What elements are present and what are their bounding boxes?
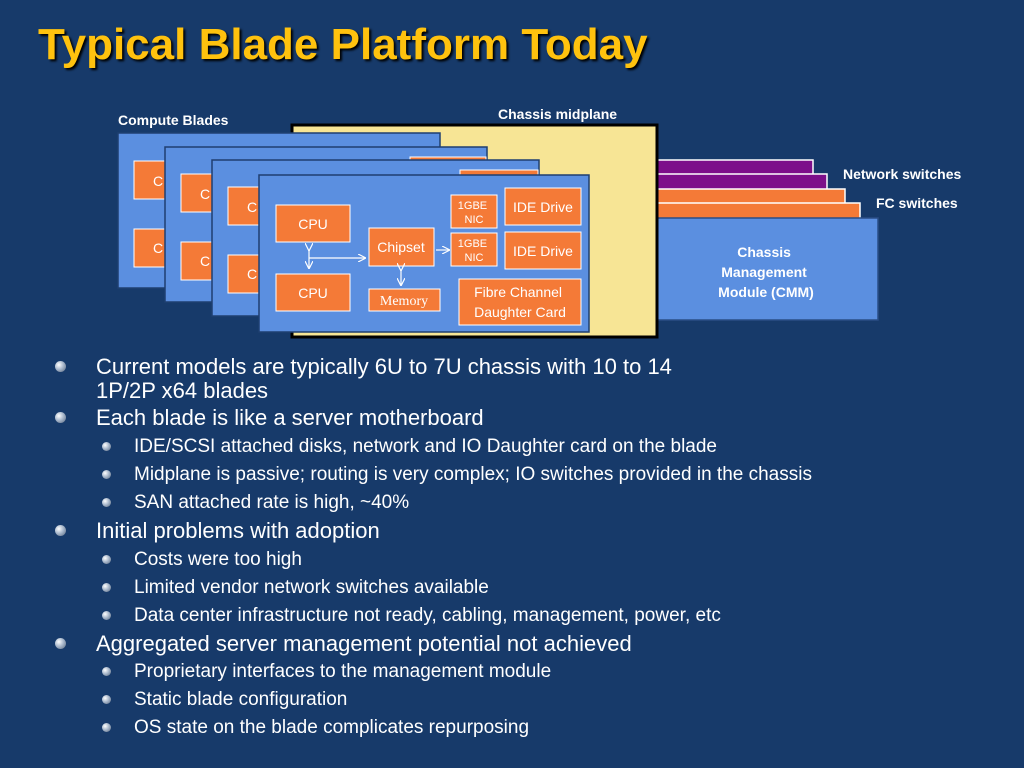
svg-text:IDE Drive: IDE Drive — [513, 243, 573, 259]
bullet-icon — [102, 583, 111, 592]
cpu-top — [275, 204, 351, 243]
nic-2 — [450, 232, 498, 267]
network-switches-label: Network switches — [843, 166, 961, 182]
svg-text:C: C — [200, 186, 210, 202]
bullet-item: Each blade is like a server motherboard — [55, 406, 484, 430]
sub-bullet-item: Data center infrastructure not ready, ca… — [102, 605, 721, 627]
blade-platform-diagram: Chassis Management Module (CMM) Compute … — [117, 106, 961, 339]
bullet-icon — [102, 498, 111, 507]
svg-text:C: C — [247, 266, 257, 282]
sub-bullet-item: Static blade configuration — [102, 689, 347, 711]
sub-bullet-item: Proprietary interfaces to the management… — [102, 661, 551, 683]
fc-switch-stack — [637, 188, 861, 220]
bullet-icon — [102, 695, 111, 704]
chassis-midplane-label: Chassis midplane — [498, 106, 617, 122]
svg-text:Memory: Memory — [380, 294, 428, 309]
sub-bullet-item: OS state on the blade complicates repurp… — [102, 717, 529, 739]
bullet-icon — [55, 361, 66, 372]
fc-switches-label: FC switches — [876, 195, 958, 211]
bullet-icon — [102, 723, 111, 732]
svg-text:Chipset: Chipset — [377, 239, 425, 255]
sub-bullet-item: Costs were too high — [102, 549, 302, 571]
svg-text:C: C — [247, 199, 257, 215]
svg-text:CPU: CPU — [298, 216, 328, 232]
compute-blade-front: CPU CPU Chipset Memory 1GBE NIC 1GBE NIC… — [258, 174, 590, 333]
chipset — [368, 227, 435, 267]
ide-drive-2 — [504, 231, 582, 270]
chassis-management-module — [649, 217, 879, 321]
fibre-channel-card — [458, 278, 582, 326]
bullet-icon — [55, 525, 66, 536]
bullet-icon — [55, 638, 66, 649]
svg-text:C: C — [153, 173, 163, 189]
network-switch-bar — [633, 173, 828, 191]
svg-text:C: C — [200, 253, 210, 269]
bullet-icon — [102, 470, 111, 479]
svg-text:1GBE NIC: 1GBE NIC — [458, 200, 490, 226]
sub-bullet-item: Midplane is passive; routing is very com… — [102, 464, 812, 486]
bullet-icon — [102, 611, 111, 620]
sub-bullet-item: Limited vendor network switches availabl… — [102, 577, 489, 599]
svg-text:Fibre Channel Daughter C: Fibre Channel Daughter Card — [474, 284, 566, 320]
svg-text:IDE Drive: IDE Drive — [513, 199, 573, 215]
bullet-icon — [102, 555, 111, 564]
bullet-item: Aggregated server management potential n… — [55, 632, 632, 656]
cmm-label: Chassis Management Module (CMM) — [718, 244, 814, 300]
ide-drive-1 — [504, 187, 582, 226]
compute-blades-label: Compute Blades — [118, 112, 229, 128]
svg-text:CPU: CPU — [298, 285, 328, 301]
slide-title: Typical Blade Platform Today — [38, 20, 648, 69]
bullet-item: Initial problems with adoption — [55, 519, 380, 543]
bullet-icon — [102, 667, 111, 676]
nic-1 — [450, 194, 498, 229]
sub-bullet-item: SAN attached rate is high, ~40% — [102, 492, 409, 514]
bus-connections — [309, 250, 449, 285]
svg-text:1GBE NIC: 1GBE NIC — [458, 238, 490, 264]
memory — [368, 288, 441, 312]
bullet-icon — [55, 412, 66, 423]
bullet-item: Current models are typically 6U to 7U ch… — [55, 355, 672, 403]
fc-switch-bar — [641, 202, 861, 220]
network-switch-stack — [629, 159, 828, 191]
sub-bullet-item: IDE/SCSI attached disks, network and IO … — [102, 436, 717, 458]
cpu-bottom — [275, 273, 351, 312]
bullet-icon — [102, 442, 111, 451]
svg-text:C: C — [153, 240, 163, 256]
